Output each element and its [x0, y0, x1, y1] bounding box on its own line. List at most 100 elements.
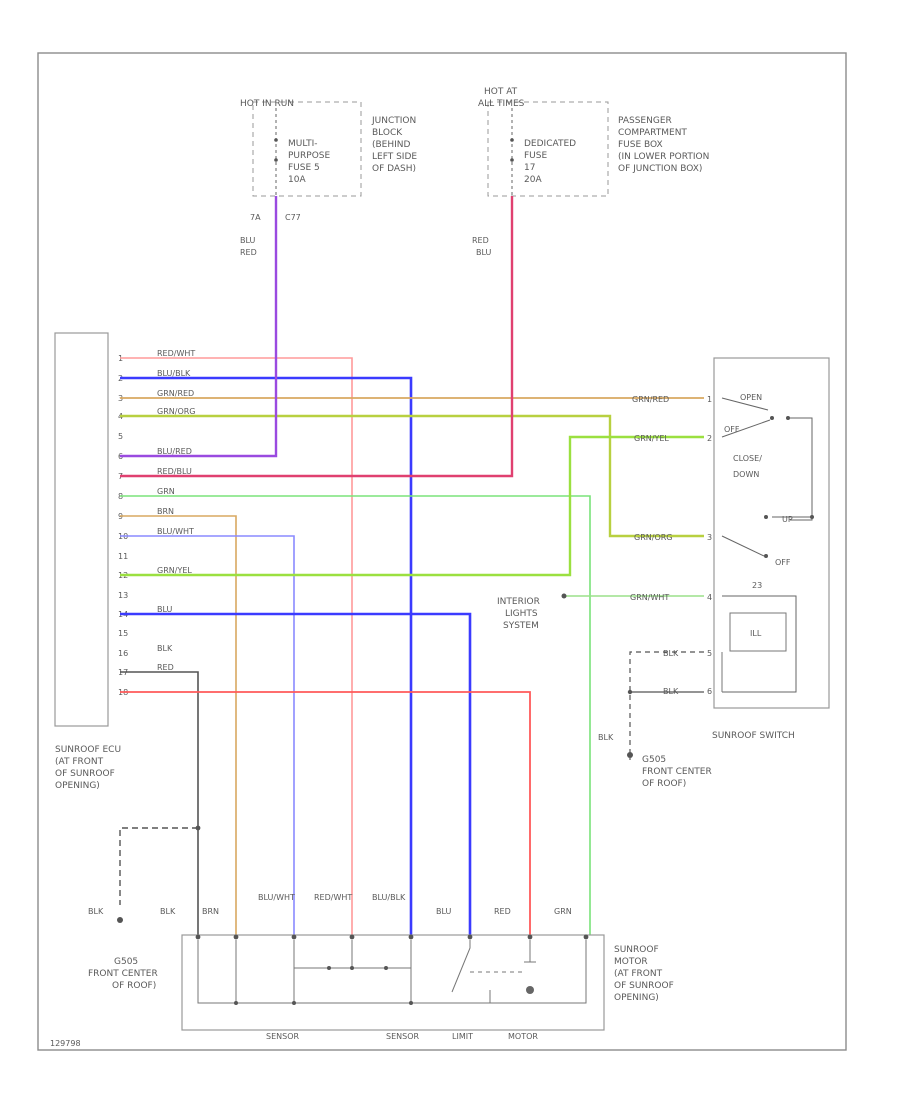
motor-node — [409, 1001, 413, 1005]
motor-bottom-limit: LIMIT — [452, 1032, 473, 1041]
switch-box — [713, 357, 830, 709]
switch-pos-close: CLOSE/ — [733, 454, 762, 463]
motor-node — [234, 1001, 238, 1005]
right-fuse-terminal — [510, 158, 514, 162]
left-fuse-group: HOT IN RUN MULTI- PURPOSE FUSE 5 10A JUN… — [240, 99, 417, 257]
motor-box — [181, 934, 605, 1031]
right-fuse-wire-1: RED — [472, 236, 489, 245]
wire-red-blu — [120, 196, 514, 478]
ground-junction — [627, 689, 633, 695]
ecu-wire-label: GRN/YEL — [157, 566, 192, 575]
motor-label-1: SUNROOF — [614, 945, 659, 955]
switch-wire-4: GRN/WHT — [630, 593, 669, 602]
right-fuse-group: HOT AT ALL TIMES DEDICATED FUSE 17 20A P… — [472, 87, 709, 257]
sunroof-switch: GRN/RED GRN/YEL GRN/ORG GRN/WHT BLK BLK … — [598, 357, 830, 789]
left-fuse-terminal — [274, 138, 278, 142]
motor-coil — [524, 940, 536, 963]
motor-bottom-sensor-1: SENSOR — [266, 1032, 299, 1041]
motor-connector-pin — [467, 934, 473, 940]
wire-blu — [120, 612, 472, 935]
left-fuse-pin-a: 7A — [250, 213, 261, 222]
motor-node — [384, 966, 388, 970]
wire-blu-red — [120, 196, 278, 458]
switch-contacts-lower — [721, 516, 812, 557]
right-fuse-text-2: FUSE — [524, 151, 547, 161]
left-fuse-hot-label: HOT IN RUN — [240, 99, 294, 109]
wire-blu-blk — [120, 376, 413, 935]
right-fuse-location-3: FUSE BOX — [618, 140, 663, 150]
motor-label-4: OF SUNROOF — [614, 981, 674, 991]
ecu-box — [54, 332, 109, 727]
interior-label-3: SYSTEM — [503, 621, 539, 631]
motor-connector-pin — [408, 934, 414, 940]
right-fuse-location-4: (IN LOWER PORTION — [618, 152, 709, 162]
right-fuse-wire-2: BLU — [476, 248, 492, 257]
ecu-wire-label: BLU/BLK — [157, 369, 191, 378]
ecu-pin-15: 15 — [118, 629, 128, 638]
ecu-pin-16: 16 — [118, 649, 128, 658]
left-fuse-location-1: JUNCTION — [371, 116, 416, 126]
limit-switch — [451, 940, 491, 1003]
switch-wire-1: GRN/RED — [632, 395, 669, 404]
wire-red-wht — [120, 357, 353, 935]
interior-lights: INTERIOR LIGHTS SYSTEM — [497, 593, 567, 631]
left-fuse-location-4: LEFT SIDE — [372, 152, 417, 162]
switch-pos-down: DOWN — [733, 470, 759, 479]
ecu-label-3: OF SUNROOF — [55, 769, 115, 779]
ecu-wire-labels: RED/WHTBLU/BLKGRN/REDGRN/ORGBLU/REDRED/B… — [157, 349, 196, 672]
right-fuse-location-2: COMPARTMENT — [618, 128, 687, 138]
ecu-wire-label: RED — [157, 663, 174, 672]
ground-junction — [195, 825, 201, 831]
switch-terminal — [786, 416, 790, 420]
motor-internal-wiring — [197, 940, 587, 1004]
right-fuse-box — [487, 101, 609, 197]
motor-wire-4a: RED/WHT — [314, 893, 352, 902]
right-fuse-terminal — [510, 138, 514, 142]
wire-blu-wht — [120, 535, 295, 935]
wire-red — [120, 691, 531, 935]
left-ground-wire — [119, 827, 198, 905]
diagram-frame — [37, 52, 847, 1051]
left-fuse-terminal — [274, 158, 278, 162]
motor-label-5: OPENING) — [614, 993, 659, 1003]
ecu-wire-label: GRN/ORG — [157, 407, 196, 416]
illumination-label: ILL — [750, 629, 762, 638]
switch-ground-wire-label: BLK — [598, 733, 614, 742]
left-ground-3: OF ROOF) — [112, 981, 156, 991]
wire-blk — [120, 671, 199, 935]
ground-point-icon — [117, 917, 123, 923]
switch-terminal — [764, 515, 768, 519]
motor-bottom-sensor-2: SENSOR — [386, 1032, 419, 1041]
ecu-pin-13: 13 — [118, 591, 128, 600]
motor-connectors — [195, 934, 589, 940]
motor-wire-7: RED — [494, 907, 511, 916]
motor-wire-1: BLK — [160, 907, 176, 916]
motor-connector-pin — [349, 934, 355, 940]
right-fuse-text-4: 20A — [524, 175, 542, 185]
motor-label-2: MOTOR — [614, 957, 648, 967]
switch-ground-wire — [629, 651, 704, 760]
left-fuse-text-4: 10A — [288, 175, 306, 185]
motor-node — [350, 966, 354, 970]
switch-pin-3: 3 — [707, 533, 712, 542]
left-ground-2: FRONT CENTER — [88, 969, 158, 979]
sunroof-motor: BLK BRN BLU/WHT RED/WHT BLU/BLK BLU RED … — [160, 893, 674, 1041]
ecu-wire-label: BLU/WHT — [157, 527, 194, 536]
ecu-wire-label: BLU — [157, 605, 173, 614]
illum-connector: 23 — [752, 581, 762, 590]
switch-pin-4: 4 — [707, 593, 712, 602]
left-fuse-wire-1: BLU — [240, 236, 256, 245]
ecu-label-1: SUNROOF ECU — [55, 745, 121, 755]
switch-pos-open: OPEN — [740, 393, 762, 402]
left-fuse-text-2: PURPOSE — [288, 151, 330, 161]
switch-label: SUNROOF SWITCH — [712, 731, 795, 741]
switch-pos-up: UP — [782, 515, 793, 524]
switch-ground-3: OF ROOF) — [642, 779, 686, 789]
left-fuse-pin-b: C77 — [285, 213, 301, 222]
ecu-wire-label: BLK — [157, 644, 173, 653]
wire-grn — [120, 495, 591, 935]
ecu-wire-label: RED/BLU — [157, 467, 192, 476]
switch-pin-5: 5 — [707, 649, 712, 658]
ecu-label-2: (AT FRONT — [55, 757, 104, 767]
